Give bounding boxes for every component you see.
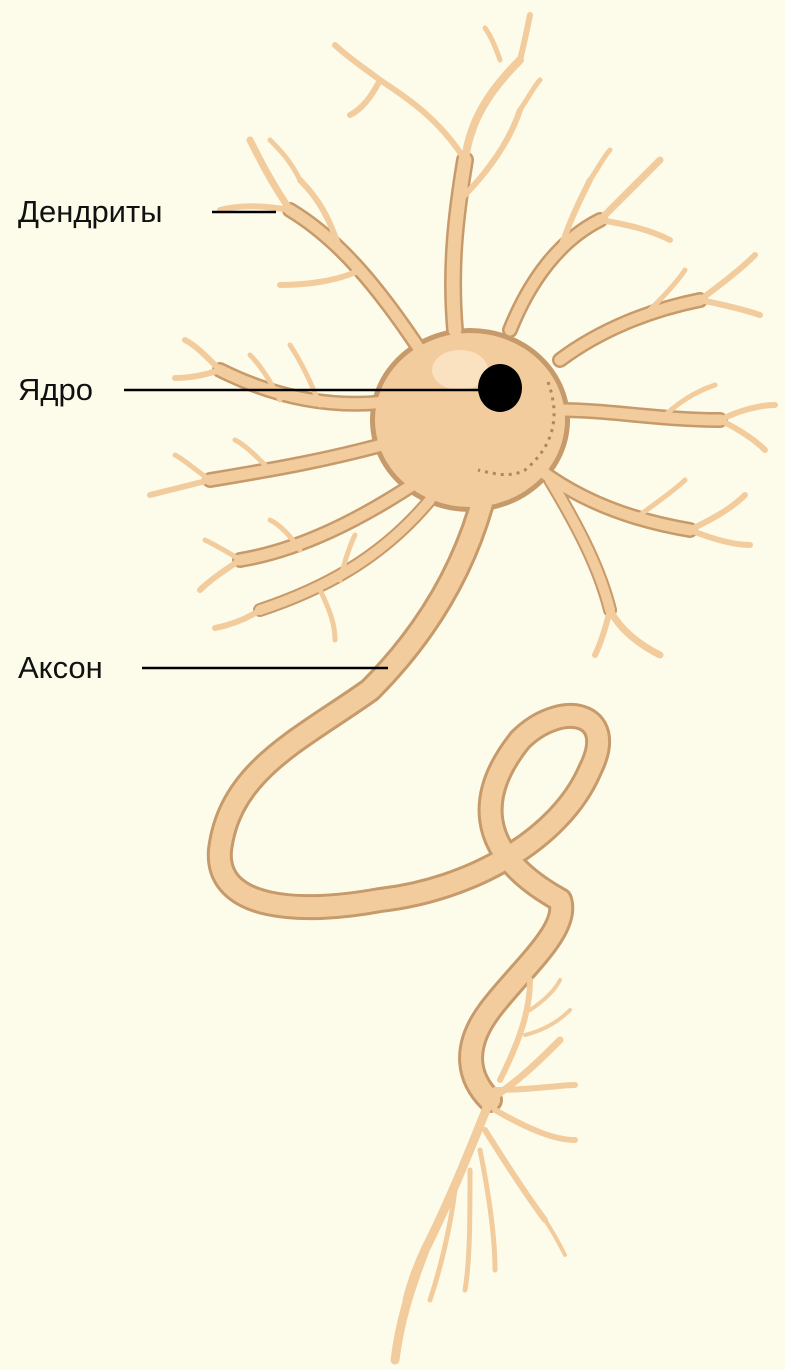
axon-label: Аксон: [18, 652, 103, 683]
nucleus: [478, 364, 522, 412]
neuron-fill: [150, 15, 775, 1360]
nucleus-label: Ядро: [18, 374, 93, 405]
dendrites-label: Дендриты: [18, 196, 162, 227]
neuron-outline: [210, 160, 720, 1100]
